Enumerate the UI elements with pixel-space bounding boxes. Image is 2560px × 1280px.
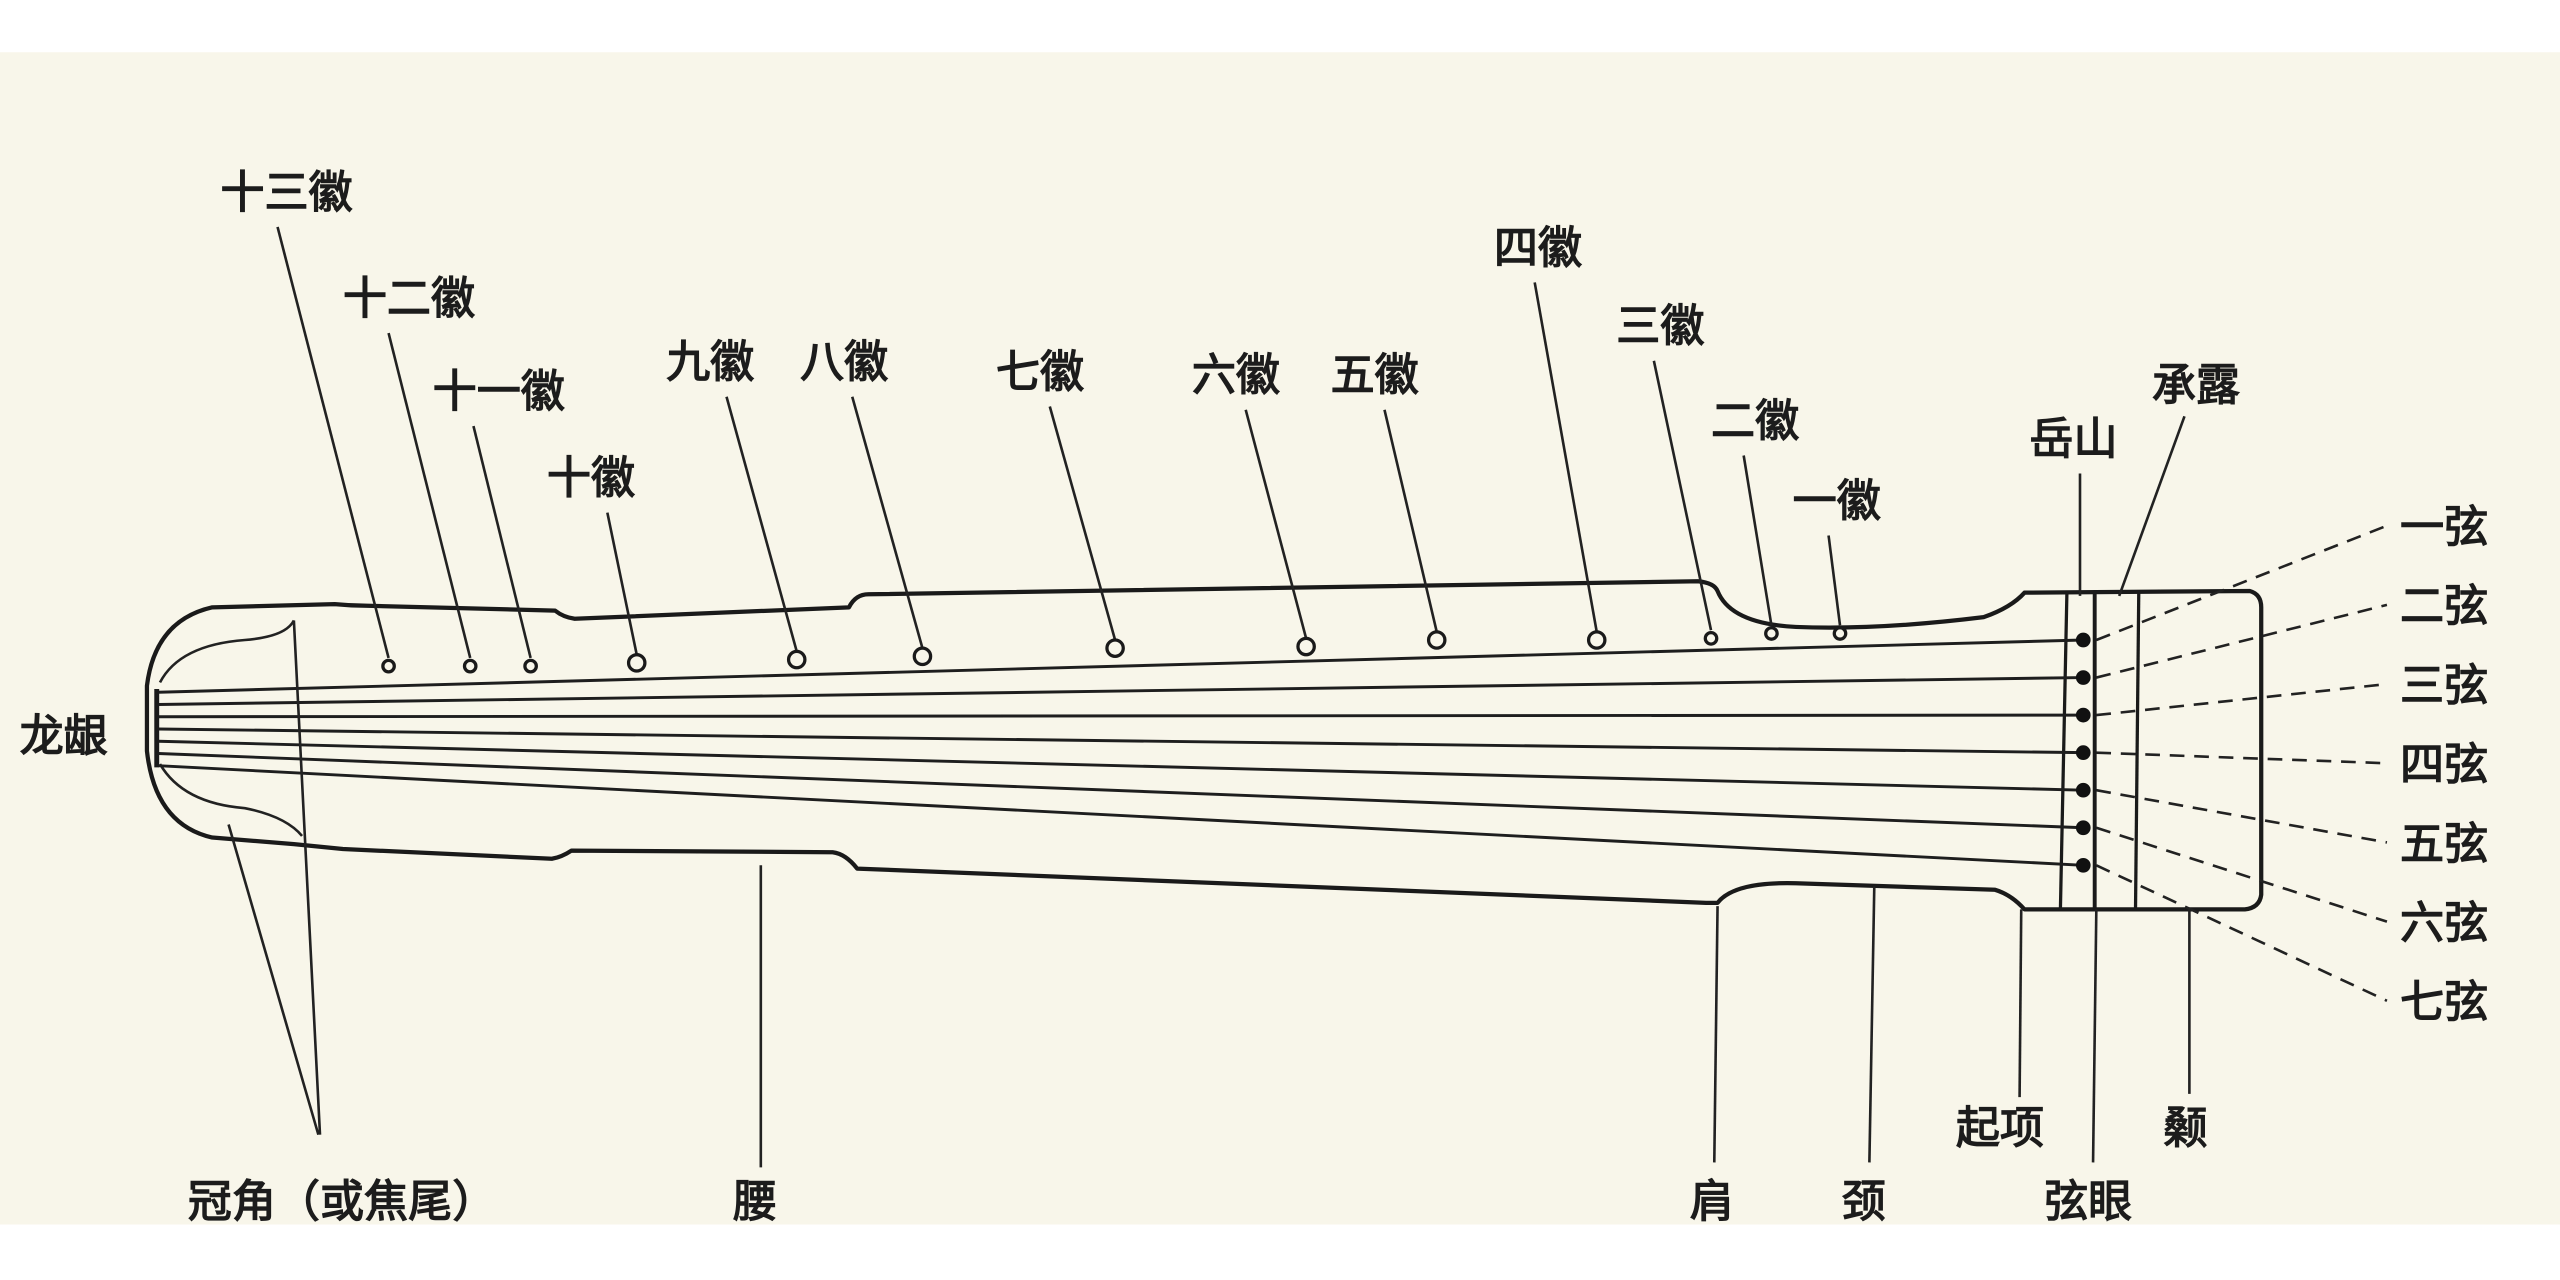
hui-marker [1105, 638, 1125, 658]
hui-label: 九徽 [666, 337, 755, 388]
hui-label: 十一徽 [433, 367, 566, 418]
hui-label: 十二徽 [343, 273, 476, 324]
string-label-leader [2095, 524, 2388, 642]
guanjiao-leader [227, 620, 322, 1136]
hui-leader [276, 226, 390, 659]
hui-leader [1383, 409, 1439, 633]
string-label-leader [2096, 603, 2388, 679]
label-qixiang: 起项 [1956, 1103, 2044, 1154]
hui-leader [850, 396, 924, 649]
xianyan-leader [2091, 909, 2098, 1163]
label-longyin: 龙龈 [20, 711, 109, 762]
hui-label: 三徽 [1616, 301, 1705, 352]
string-hole-dot [2075, 820, 2091, 836]
strings-group [158, 632, 2091, 873]
hui-label: 十徽 [547, 453, 636, 504]
string-hole-dot [2075, 670, 2091, 685]
hui-marker [462, 658, 478, 674]
string-label: 二弦 [2400, 581, 2488, 632]
string-label-leader [2095, 826, 2388, 923]
hui-leader [725, 396, 798, 652]
hui-leader [387, 332, 472, 659]
hui-marker [1764, 626, 1779, 641]
label-xianyan: 弦眼 [2044, 1176, 2132, 1227]
string-label-leader [2096, 788, 2388, 844]
hui-label: 六徽 [1192, 350, 1281, 401]
hui-label: 十三徽 [220, 167, 353, 218]
hui-label: 一徽 [1793, 476, 1882, 527]
jing-leader [1868, 886, 1876, 1163]
hui-leader [1048, 406, 1117, 641]
qixiang-leader [2018, 909, 2023, 1098]
string-label: 四弦 [2400, 740, 2488, 791]
string-label: 三弦 [2400, 660, 2488, 711]
hui-leader [606, 512, 639, 655]
string-label: 七弦 [2400, 977, 2488, 1028]
hui-label: 七徽 [996, 347, 1085, 398]
string-label: 一弦 [2400, 502, 2488, 553]
hui-marker [912, 646, 933, 667]
label-yueshan: 岳山 [2029, 414, 2117, 465]
hui-label: 八徽 [800, 337, 889, 388]
chenglu-line [2133, 591, 2141, 910]
label-jian: 肩 [1690, 1176, 1734, 1227]
label-guanjiao: 冠角（或焦尾） [188, 1176, 497, 1227]
hui-leader [1742, 455, 1773, 626]
hui-marker [381, 658, 396, 674]
label-sang: 颡 [2163, 1103, 2207, 1154]
bottom-white-margin [0, 1227, 2560, 1280]
string-line [158, 713, 2084, 719]
string-line [158, 764, 2084, 867]
head-crown-curve [158, 619, 304, 837]
hui-marker [786, 649, 807, 670]
string-line [158, 727, 2084, 755]
hui-marker [1832, 626, 1848, 641]
string-line [158, 638, 2084, 694]
hui-leader [472, 425, 532, 659]
label-yao: 腰 [732, 1176, 777, 1227]
hui-label: 二徽 [1711, 396, 1800, 447]
string-hole-dot [2075, 782, 2091, 798]
string-hole-dot [2075, 632, 2091, 648]
guqin-body-outline [144, 579, 2264, 912]
hui-markers-group: 十三徽十二徽十一徽十徽 九徽八徽 七徽 六徽五徽 四徽三徽二徽一徽 [220, 167, 1882, 674]
chenglu-leader [2117, 415, 2186, 597]
hui-label: 四徽 [1494, 223, 1583, 274]
string-hole-dot [2075, 745, 2091, 760]
label-chenglu: 承露 [2152, 360, 2241, 411]
hui-marker [1426, 630, 1447, 650]
hui-leader [1244, 409, 1308, 639]
hui-leader [1533, 282, 1599, 633]
hui-marker [1703, 631, 1719, 646]
label-jing: 颈 [1842, 1176, 1886, 1227]
hui-leader [1652, 360, 1713, 631]
hui-leader [1827, 535, 1842, 626]
jian-leader [1712, 906, 1719, 1163]
hui-label: 五徽 [1331, 350, 1420, 401]
string-line [158, 676, 2084, 706]
hui-marker [523, 658, 538, 674]
string-line [158, 739, 2084, 792]
paper-background [0, 52, 2560, 1225]
string-label: 六弦 [2400, 898, 2488, 949]
string-label-leader [2095, 864, 2388, 1003]
string-line [158, 752, 2084, 830]
string-label: 五弦 [2400, 819, 2488, 870]
string-hole-dot [2075, 707, 2091, 723]
string-hole-dot [2075, 857, 2091, 873]
hui-marker [1296, 636, 1316, 657]
hui-marker [626, 653, 647, 673]
yueshan-bridge-line-1 [2058, 590, 2069, 910]
hui-marker [1586, 630, 1607, 650]
